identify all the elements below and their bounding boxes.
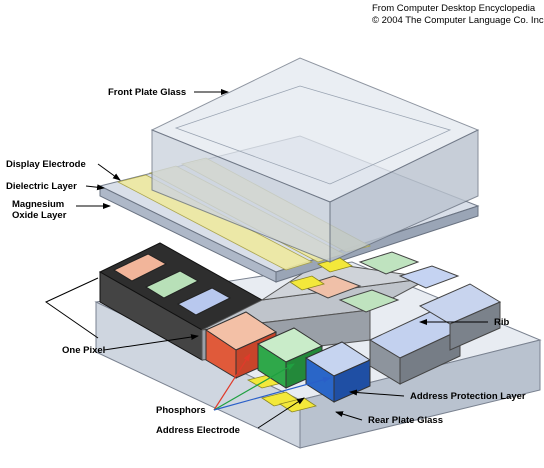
leader-lines <box>44 89 488 429</box>
blue-phosphor-arrow <box>213 376 331 411</box>
label-rear-plate-glass: Rear Plate Glass <box>368 415 443 426</box>
one-pixel-bracket <box>44 277 99 339</box>
front-plate-glass <box>98 57 480 291</box>
label-magnesium-oxide-2: Oxide Layer <box>12 210 67 221</box>
label-dielectric-layer: Dielectric Layer <box>6 181 77 192</box>
address-electrode-arrow <box>257 397 305 429</box>
green-phosphor-arrow <box>213 363 295 411</box>
label-magnesium-oxide-1: Magnesium <box>12 199 65 210</box>
credit-line-2: © 2004 The Computer Language Co. Inc. <box>372 15 544 26</box>
one-pixel-arrow <box>103 334 199 351</box>
label-display-electrode: Display Electrode <box>6 159 86 170</box>
label-address-protection-layer: Address Protection Layer <box>410 391 526 402</box>
front-rgb-pixel <box>204 311 372 403</box>
phosphor-arrows <box>213 353 331 411</box>
label-one-pixel: One Pixel <box>62 345 106 356</box>
address-protection-arrow <box>349 389 405 397</box>
display-electrode-arrow <box>97 163 121 181</box>
pixel-cell-grid <box>98 242 502 403</box>
label-address-electrode: Address Electrode <box>156 425 240 436</box>
label-phosphors: Phosphors <box>156 405 206 416</box>
rear-plate-glass-arrow <box>335 411 363 421</box>
label-front-plate-glass: Front Plate Glass <box>108 87 187 98</box>
red-phosphor-arrow <box>213 353 251 411</box>
dielectric-layer-arrow <box>85 184 105 191</box>
credit-line-1: From Computer Desktop Encyclopedia <box>372 3 536 14</box>
label-rib: Rib <box>494 317 510 328</box>
